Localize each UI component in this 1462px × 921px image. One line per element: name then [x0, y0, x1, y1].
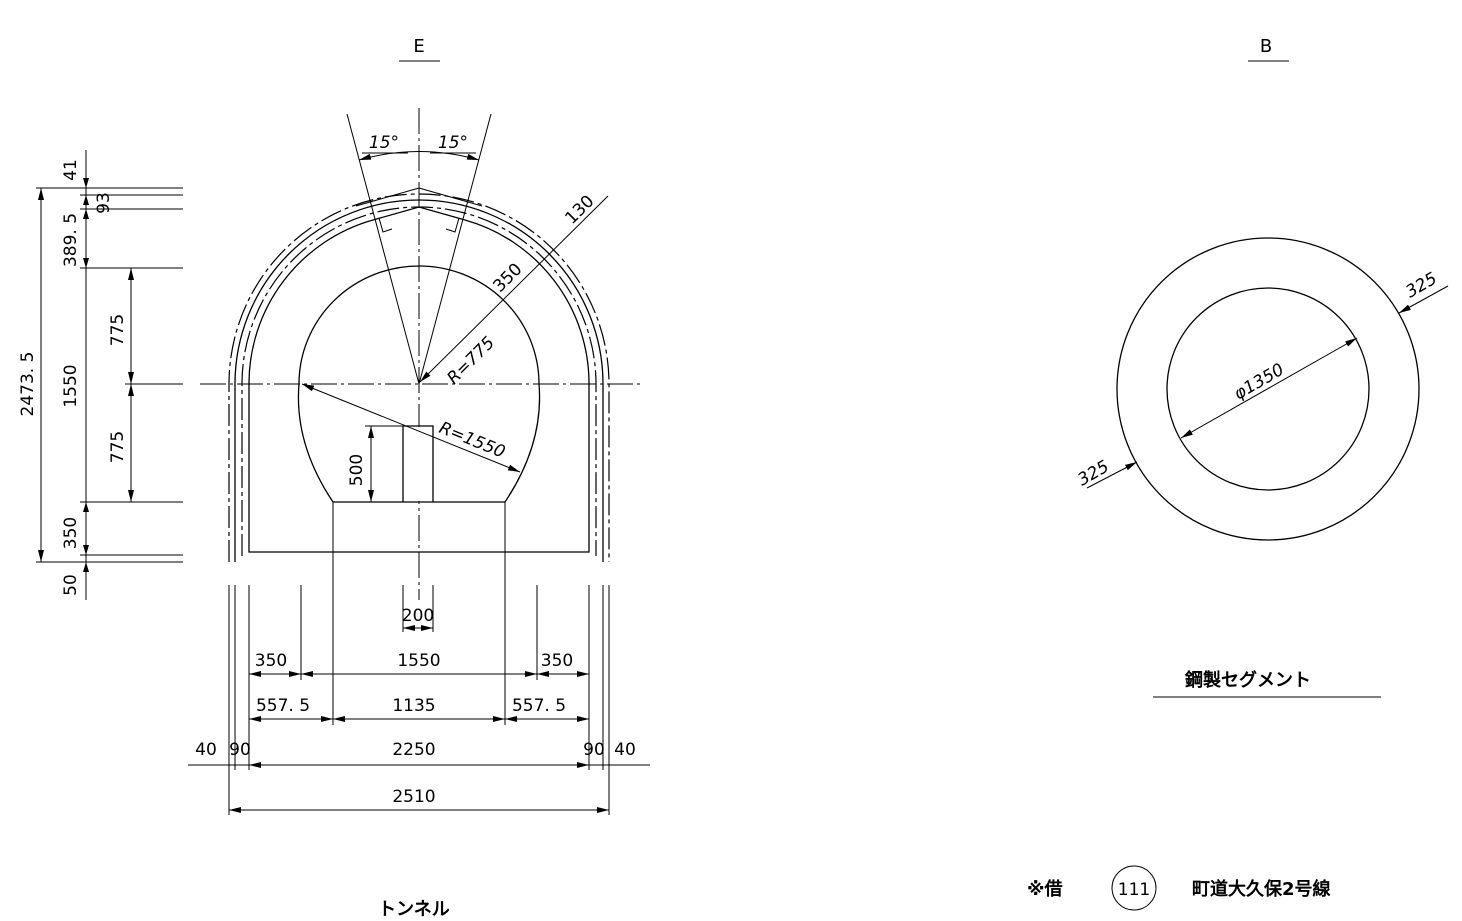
- label-200: 200: [402, 606, 434, 626]
- tunnel-heading: E: [413, 36, 424, 57]
- label-h557-right: 557. 5: [512, 696, 566, 716]
- segment-inner-circle: [1166, 287, 1370, 491]
- angle-left-label: 15°: [369, 133, 399, 153]
- outer-solid-outline: [234, 199, 604, 562]
- v-dim-arrow-marks: [83, 178, 89, 572]
- outer-dashed-outline: [228, 193, 610, 562]
- footer-number-circle: [1111, 865, 1157, 911]
- label-130: 130: [561, 191, 598, 228]
- segment-diameter-line: [1180, 337, 1358, 439]
- label-500: 500: [347, 454, 367, 486]
- radius-775-line: [419, 195, 609, 383]
- horseshoe-opening: [297, 265, 541, 503]
- label-v1550: 1550: [61, 364, 81, 407]
- label-h557-left: 557. 5: [256, 696, 310, 716]
- segment-caption: 鋼製セグメント: [1184, 669, 1311, 691]
- footer-number: 111: [1118, 880, 1150, 900]
- label-h40-right: 40: [614, 740, 636, 760]
- tunnel-view: E 15° 15° 130 350 R=: [18, 36, 650, 920]
- angle-arc: [358, 151, 480, 161]
- label-h2250: 2250: [392, 740, 435, 760]
- radius-1550-line: [301, 383, 521, 473]
- label-v350: 350: [61, 517, 81, 549]
- segment-325-right-leader: [1398, 285, 1449, 314]
- left-extension-lines: [36, 187, 183, 563]
- label-h90-left: 90: [229, 740, 251, 760]
- label-h2510: 2510: [392, 787, 435, 807]
- label-v93: 93: [94, 192, 114, 214]
- label-350-radius: 350: [489, 259, 526, 296]
- angle-right-label: 15°: [438, 133, 468, 153]
- segment-heading: B: [1260, 36, 1272, 57]
- segment-325-right-label: 325: [1403, 269, 1441, 303]
- footer-road-name: 町道大久保2号線: [1192, 878, 1331, 900]
- bottom-extension-lines: [228, 502, 610, 815]
- segment-325-left-leader: [1086, 461, 1138, 489]
- label-v389: 389. 5: [61, 213, 81, 267]
- label-r775: R=775: [443, 333, 499, 389]
- label-h350-right: 350: [541, 651, 573, 671]
- label-v2473: 2473. 5: [18, 352, 38, 417]
- crown-rib-right: [418, 187, 483, 207]
- crown-tab-left: [378, 217, 393, 233]
- label-h1135: 1135: [392, 696, 435, 716]
- inner-solid-outline: [248, 206, 590, 553]
- crown-rib-left: [355, 187, 420, 207]
- segment-325-left-label: 325: [1075, 457, 1113, 491]
- label-v775-top: 775: [108, 314, 128, 346]
- label-v775-bottom: 775: [108, 431, 128, 463]
- tunnel-caption: トンネル: [378, 899, 450, 920]
- crown-tab-right: [445, 217, 460, 233]
- segment-outer-circle: [1116, 237, 1420, 541]
- label-h1550: 1550: [397, 651, 440, 671]
- segment-view: B φ1350 325 325 鋼製セグメント: [1075, 36, 1449, 698]
- label-h40-left: 40: [195, 740, 217, 760]
- label-v41: 41: [61, 159, 81, 181]
- label-h90-right: 90: [583, 740, 605, 760]
- label-r1550: R=1550: [436, 418, 508, 463]
- label-h350-left: 350: [255, 651, 287, 671]
- footer-note-mark: ※借: [1027, 878, 1063, 900]
- footer-note: ※借 111 町道大久保2号線: [1027, 865, 1331, 911]
- label-v50: 50: [61, 574, 81, 596]
- radial-line-right: [418, 113, 492, 385]
